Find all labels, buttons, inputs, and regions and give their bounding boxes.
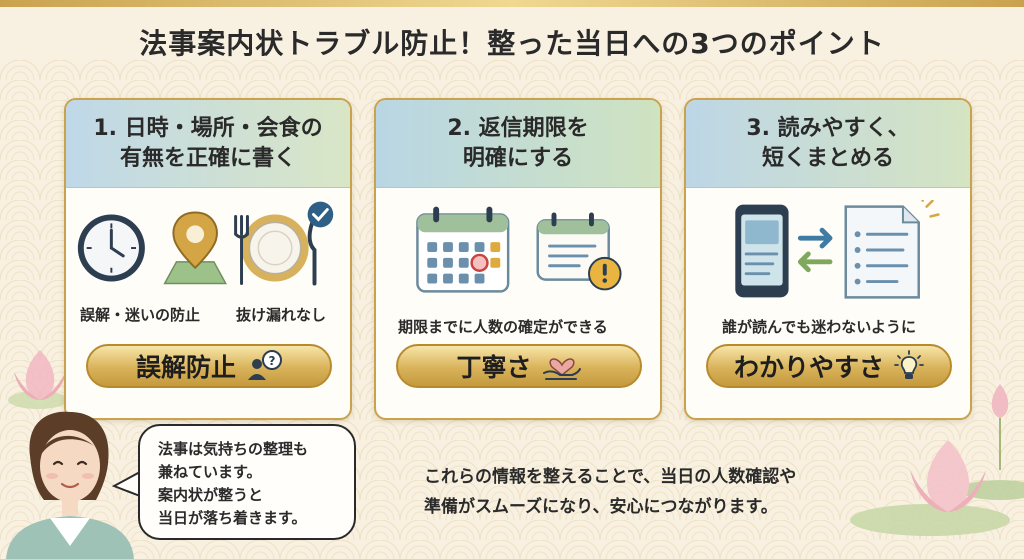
card-heading: 2. 返信期限を 明確にする: [376, 100, 660, 188]
lotus-left-icon: [8, 350, 68, 409]
speech-bubble-tail: [112, 471, 141, 497]
speech-bubble: 法事は気持ちの整理も 兼ねています。 案内状が整うと 当日が落ち着きます。: [138, 424, 356, 540]
benefit-pill: 丁寧さ: [396, 344, 642, 388]
svg-text:?: ?: [269, 354, 276, 368]
document-icon: [844, 200, 940, 299]
speech-line: 案内状が整うと: [158, 486, 264, 504]
summary-line: これらの情報を整えることで、当日の人数確認や: [424, 467, 797, 487]
card-heading-line: 3. 読みやすく、: [746, 115, 910, 141]
card-caption: 期限までに人数の確定ができる: [398, 318, 608, 336]
lotus-right-icon: [850, 384, 1024, 536]
card-caption: 抜け漏れなし: [236, 306, 327, 324]
smartphone-icon: [735, 204, 789, 298]
benefit-label: 誤解防止: [135, 353, 236, 382]
speech-line: 法事は気持ちの整理も: [158, 440, 309, 458]
card-heading-line: 2. 返信期限を: [447, 115, 589, 141]
dinner-plate-icon: [234, 214, 317, 286]
clock-icon: [77, 214, 145, 282]
benefit-label: わかりやすさ: [733, 353, 884, 382]
summary-text: これらの情報を整えることで、当日の人数確認や 準備がスムーズになり、安心につなが…: [424, 462, 944, 522]
benefit-label: 丁寧さ: [456, 353, 532, 382]
speech-line: 兼ねています。: [158, 463, 262, 481]
card-heading-line: 1. 日時・場所・会食の: [93, 115, 323, 141]
card-caption: 誰が読んでも迷わないように: [722, 318, 916, 336]
benefit-pill: わかりやすさ: [706, 344, 952, 388]
card-deadline: 2. 返信期限を 明確にする: [374, 98, 662, 420]
summary-line: 準備がスムーズになり、安心につながります。: [424, 497, 778, 517]
card-readability: 3. 読みやすく、 短くまとめる: [684, 98, 972, 420]
lightbulb-icon: [894, 350, 924, 379]
card-accuracy: 1. 日時・場所・会食の 有無を正確に書く: [64, 98, 352, 420]
page-title: 法事案内状トラブル防止！整った当日への3つのポイント: [139, 27, 885, 60]
card-heading-line: 短くまとめる: [761, 145, 894, 171]
card-heading: 1. 日時・場所・会食の 有無を正確に書く: [66, 100, 350, 188]
card-heading: 3. 読みやすく、 短くまとめる: [686, 100, 970, 188]
check-badge-icon: [307, 201, 334, 228]
person-question-icon: ?: [248, 350, 282, 380]
avatar: [6, 411, 134, 559]
card-heading-line: 明確にする: [462, 145, 574, 171]
heart-hand-icon: [542, 358, 581, 380]
calendar-icon: [416, 206, 510, 293]
map-pin-icon: [163, 211, 227, 285]
card-caption: 誤解・迷いの防止: [80, 306, 201, 324]
calendar-alert-icon: [536, 212, 622, 291]
card-heading-line: 有無を正確に書く: [119, 145, 296, 171]
exchange-arrows-icon: [797, 227, 833, 273]
speech-line: 当日が落ち着きます。: [158, 509, 307, 527]
top-gold-band: [0, 0, 1024, 7]
benefit-pill: 誤解防止 ?: [86, 344, 332, 388]
